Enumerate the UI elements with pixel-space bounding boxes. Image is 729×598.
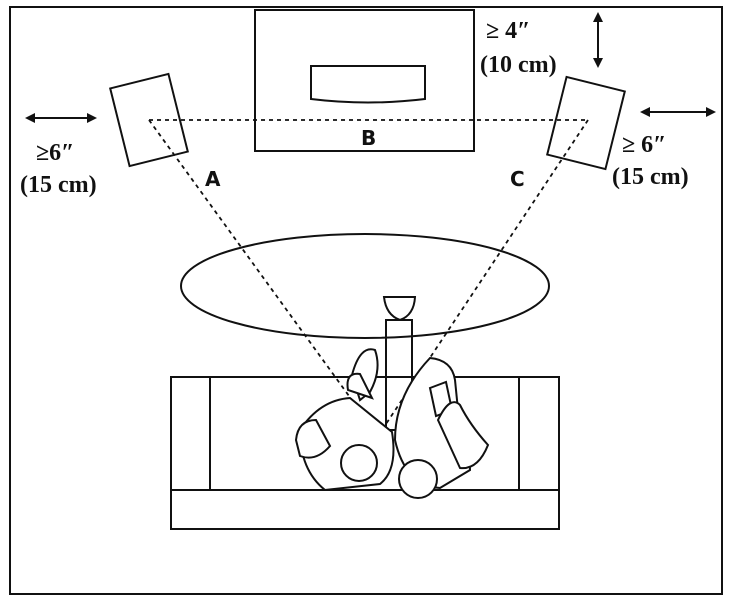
sightline-left [148,119,379,437]
left-clearance-inches: ≥6″ [36,140,74,166]
right-clearance-inches: ≥ 6″ [622,132,666,158]
people-icon [294,348,490,499]
right-clearance-cm: (15 cm) [612,164,689,190]
lamp-icon [382,296,417,322]
tv-label: B [361,126,376,150]
coffee-table [180,233,550,339]
room-outline [9,6,723,595]
speaker-right [546,75,626,171]
top-clearance-cm: (10 cm) [480,52,557,78]
speaker-left [109,72,189,168]
speaker-left-label: A [205,167,221,191]
left-clearance-cm: (15 cm) [20,172,97,198]
tv-cabinet [254,9,475,152]
speaker-right-label: C [510,167,525,191]
tv-screen [310,65,426,104]
top-clearance-inches: ≥ 4″ [486,18,530,44]
